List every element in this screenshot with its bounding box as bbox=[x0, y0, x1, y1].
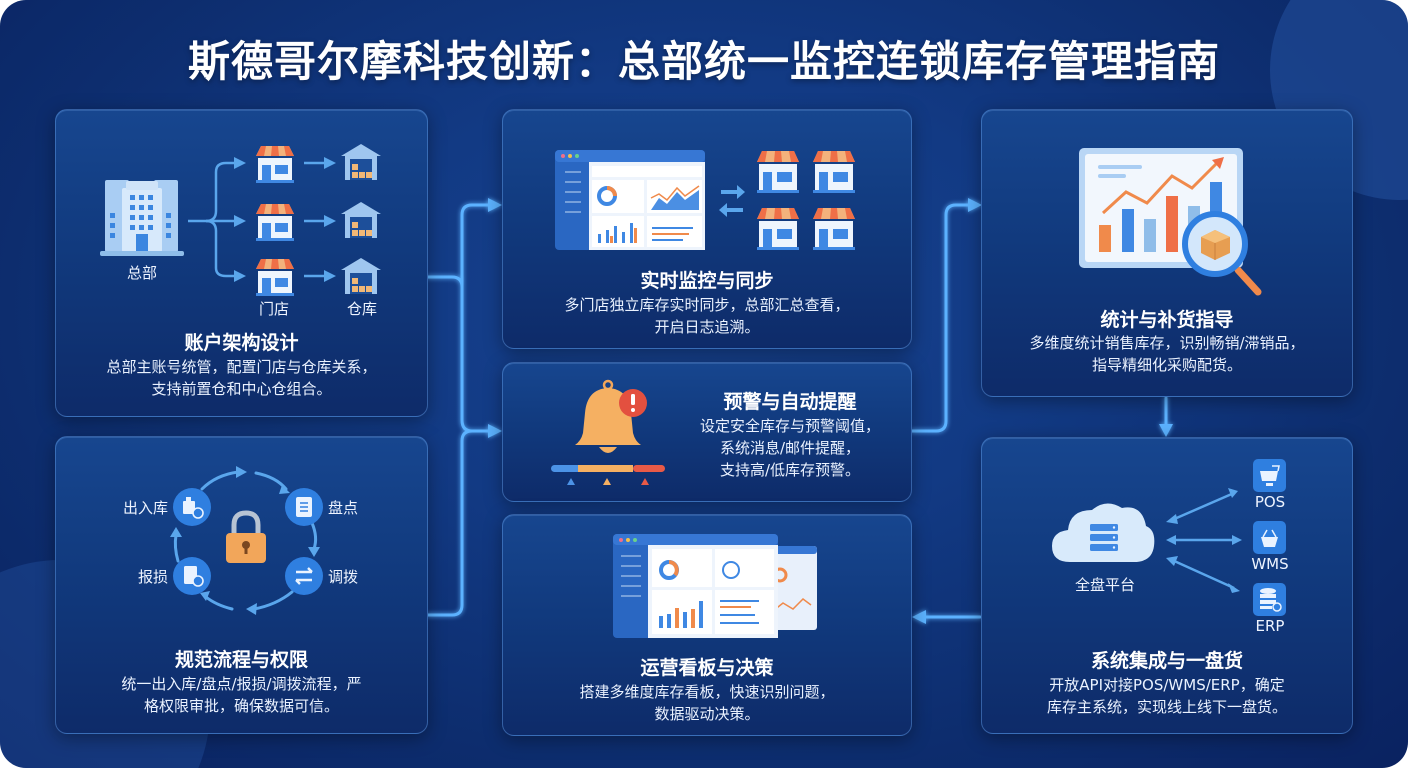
database-icon bbox=[1253, 583, 1286, 616]
realtime-sync-illustration bbox=[555, 150, 855, 250]
connector-line bbox=[426, 429, 474, 617]
card-title: 运营看板与决策 bbox=[640, 657, 774, 679]
arrow-head-icon bbox=[488, 424, 502, 438]
ops-dashboard-illustration bbox=[613, 534, 817, 638]
arrow-head-icon bbox=[968, 198, 982, 212]
card-alerts-reminders: 预警与自动提醒 设定安全库存与预警阈值， 系统消息/邮件提醒， 支持高/低库存预… bbox=[502, 362, 912, 502]
card-account-architecture: 总部 门店 仓库 账户架构设计 总部主账号统管，配置门店与仓库关系， 支持前置仓… bbox=[55, 109, 428, 417]
cloud-server-icon bbox=[1052, 503, 1155, 562]
store-icon bbox=[256, 146, 294, 296]
card-stats-replenishment: 统计与补货指导 多维度统计销售库存，识别畅销/滞销品， 指导精细化采购配货。 bbox=[981, 109, 1353, 397]
stats-illustration bbox=[1079, 148, 1262, 296]
exclamation-icon bbox=[619, 389, 647, 417]
dashboard-icon bbox=[613, 534, 817, 638]
damage-report-icon bbox=[173, 557, 211, 595]
card-description: 开放API对接POS/WMS/ERP，确定 库存主系统，实现线上线下一盘货。 bbox=[1046, 676, 1287, 716]
store-icon bbox=[757, 151, 855, 250]
card-description: 统一出入库/盘点/报损/调拨流程，严 格权限审批，确保数据可信。 bbox=[121, 675, 362, 715]
card-system-integration: 全盘平台 POS WMS ERP 系统集成与一盘货 开放API对接POS/WMS… bbox=[981, 437, 1353, 734]
sync-arrows-icon bbox=[719, 185, 745, 217]
card-title: 系统集成与一盘货 bbox=[1090, 650, 1243, 672]
warehouse-label: 仓库 bbox=[346, 300, 377, 318]
step-label-transfer: 调拨 bbox=[328, 568, 359, 586]
card-title: 统计与补货指导 bbox=[1100, 309, 1234, 331]
building-icon bbox=[100, 180, 184, 256]
hq-label: 总部 bbox=[126, 264, 157, 282]
card-title: 账户架构设计 bbox=[184, 332, 299, 354]
card-description: 多门店独立库存实时同步，总部汇总查看， 开启日志追溯。 bbox=[564, 296, 850, 336]
store-label: 门店 bbox=[258, 300, 289, 318]
system-label-wms: WMS bbox=[1251, 555, 1289, 573]
warehouse-icon bbox=[341, 144, 381, 294]
connector-line bbox=[910, 203, 972, 433]
integration-illustration bbox=[1052, 459, 1286, 616]
step-label-damage: 报损 bbox=[137, 568, 168, 586]
card-realtime-monitoring: 实时监控与同步 多门店独立库存实时同步，总部汇总查看， 开启日志追溯。 bbox=[502, 109, 912, 349]
card-description: 设定安全库存与预警阈值， 系统消息/邮件提醒， 支持高/低库存预警。 bbox=[699, 417, 880, 479]
card-description: 总部主账号统管，配置门店与仓库关系， 支持前置仓和中心仓组合。 bbox=[106, 358, 377, 398]
step-label-inout: 出入库 bbox=[122, 499, 168, 517]
system-label-erp: ERP bbox=[1255, 617, 1285, 635]
card-ops-dashboard: 运营看板与决策 搭建多维度库存看板，快速识别问题， 数据驱动决策。 bbox=[502, 514, 912, 736]
arrow-head-icon bbox=[488, 198, 502, 212]
alert-illustration bbox=[551, 379, 665, 485]
card-title: 实时监控与同步 bbox=[640, 270, 774, 292]
dashboard-icon bbox=[555, 150, 705, 250]
arrow-head-icon bbox=[912, 610, 926, 624]
threshold-bar-icon bbox=[551, 465, 665, 485]
card-description: 多维度统计销售库存，识别畅销/滞销品， 指导精细化采购配货。 bbox=[1029, 334, 1305, 374]
step-label-stocktake: 盘点 bbox=[328, 499, 359, 517]
inbound-outbound-icon bbox=[173, 488, 211, 526]
account-structure-diagram bbox=[100, 144, 381, 296]
connector-line bbox=[460, 203, 492, 289]
pos-terminal-icon bbox=[1253, 459, 1286, 492]
card-description: 搭建多维度库存看板，快速识别问题， 数据驱动决策。 bbox=[579, 683, 835, 723]
transfer-icon bbox=[285, 557, 323, 595]
card-process-permissions: 出入库 盘点 调拨 报损 规范流程与权限 统一出入库/盘点/报损/调拨流程，严 … bbox=[55, 436, 428, 734]
card-title: 规范流程与权限 bbox=[174, 649, 308, 671]
box-icon bbox=[1201, 230, 1230, 260]
arrow-head-icon bbox=[1159, 424, 1173, 437]
connector-line bbox=[426, 275, 492, 433]
platform-label: 全盘平台 bbox=[1074, 576, 1135, 594]
process-cycle-diagram bbox=[170, 466, 323, 615]
page-title: 斯德哥尔摩科技创新：总部统一监控连锁库存管理指南 bbox=[187, 37, 1220, 86]
basket-icon bbox=[1253, 521, 1286, 554]
clipboard-icon bbox=[285, 488, 323, 526]
system-label-pos: POS bbox=[1254, 493, 1286, 511]
lock-icon bbox=[226, 510, 266, 563]
card-title: 预警与自动提醒 bbox=[723, 391, 857, 413]
